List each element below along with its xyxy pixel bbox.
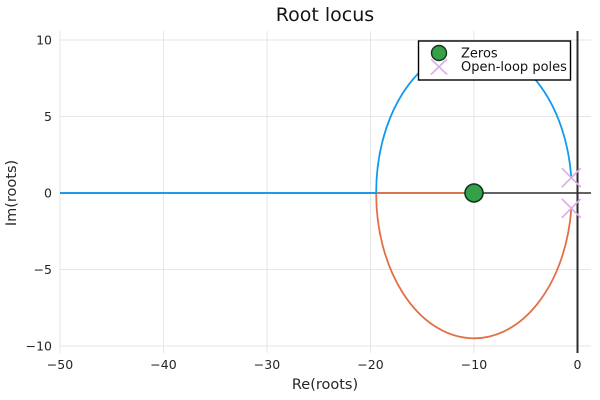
y-tick-labels: 10 5 0 −5 −10 — [26, 33, 52, 354]
x-tick-label: −40 — [150, 357, 176, 372]
x-tick-label: −30 — [254, 357, 280, 372]
chart-title: Root locus — [276, 4, 374, 26]
y-tick-label: 10 — [36, 33, 52, 48]
legend-poles-label: Open-loop poles — [461, 60, 567, 75]
y-tick-label: −10 — [26, 339, 52, 354]
locus-branch-lower — [375, 192, 573, 340]
zero-marker — [464, 183, 484, 203]
y-axis-label: Im(roots) — [4, 160, 20, 226]
x-tick-label: −20 — [357, 357, 383, 372]
x-tick-label: 0 — [574, 357, 582, 372]
x-axis-label: Re(roots) — [292, 377, 358, 393]
legend-poles-icon — [430, 58, 448, 76]
x-tick-label: −50 — [47, 357, 73, 372]
legend-box — [417, 40, 572, 81]
pole-marker-lower — [561, 198, 582, 219]
pole-marker-upper — [561, 167, 582, 188]
y-tick-label: −5 — [34, 262, 52, 277]
legend-zeros-icon — [430, 44, 448, 62]
y-tick-label: 5 — [44, 109, 52, 124]
y-tick-label: 0 — [44, 186, 52, 201]
x-tick-labels: −50 −40 −30 −20 −10 0 — [47, 357, 582, 372]
x-tick-label: −10 — [461, 357, 487, 372]
legend: Zeros Open-loop poles — [417, 40, 572, 81]
legend-zeros-label: Zeros — [461, 47, 498, 62]
